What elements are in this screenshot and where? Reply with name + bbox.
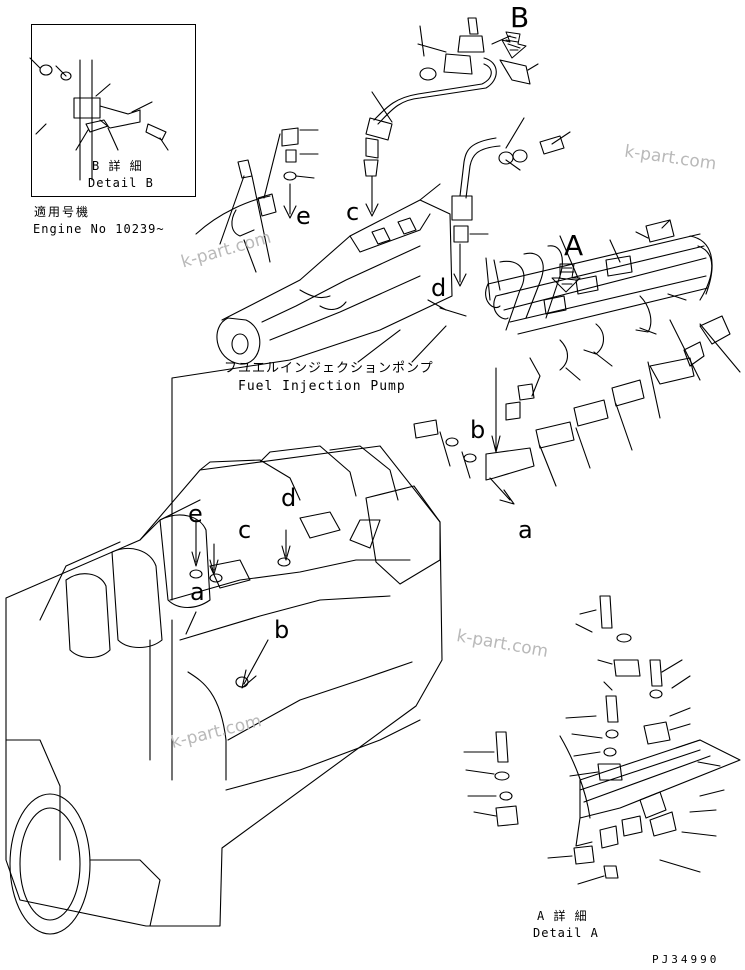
connection-label-b-engine: b <box>274 616 290 644</box>
connection-label-c-upper: c <box>346 198 360 226</box>
detail-a-caption-en: Detail A <box>533 926 599 940</box>
connection-label-b-upper: b <box>470 416 486 444</box>
injection-pipes <box>413 219 741 505</box>
connection-label-d-engine: d <box>281 484 297 512</box>
connection-label-e-engine: e <box>188 500 203 528</box>
connection-label-d-upper: d <box>431 274 447 302</box>
detail-b-drawing <box>29 57 169 181</box>
connection-label-c-engine: c <box>238 516 252 544</box>
fuel-pump-label-jp: フユエルインジェクションポンプ <box>224 361 434 376</box>
upper-fuel-pipe-b <box>363 17 539 217</box>
detail-a-caption-jp: A 詳 細 <box>537 909 588 923</box>
connection-label-e-upper: e <box>296 202 311 230</box>
fuel-pump-label-en: Fuel Injection Pump <box>238 379 406 394</box>
view-label-a: A <box>564 229 584 262</box>
view-arrow-a <box>551 263 581 293</box>
detail-b-caption-jp: B 詳 細 <box>92 159 143 173</box>
engine-number: Engine No 10239~ <box>33 222 165 236</box>
view-arrow-b <box>501 31 527 59</box>
fuel-injection-pump <box>171 127 467 601</box>
pump-pipe-d <box>451 117 571 287</box>
engine-block <box>5 445 443 935</box>
detail-a-drawing <box>463 595 741 885</box>
detail-b-frame <box>31 24 196 197</box>
detail-b-caption-en: Detail B <box>88 176 154 190</box>
connection-label-a-engine: a <box>190 578 205 606</box>
pump-label-leaders <box>357 325 447 363</box>
drawing-number: PJ34990 <box>652 953 720 966</box>
view-label-b: B <box>510 1 530 34</box>
applicability-label: 適用号機 <box>34 205 91 219</box>
connection-label-a-upper: a <box>518 516 533 544</box>
